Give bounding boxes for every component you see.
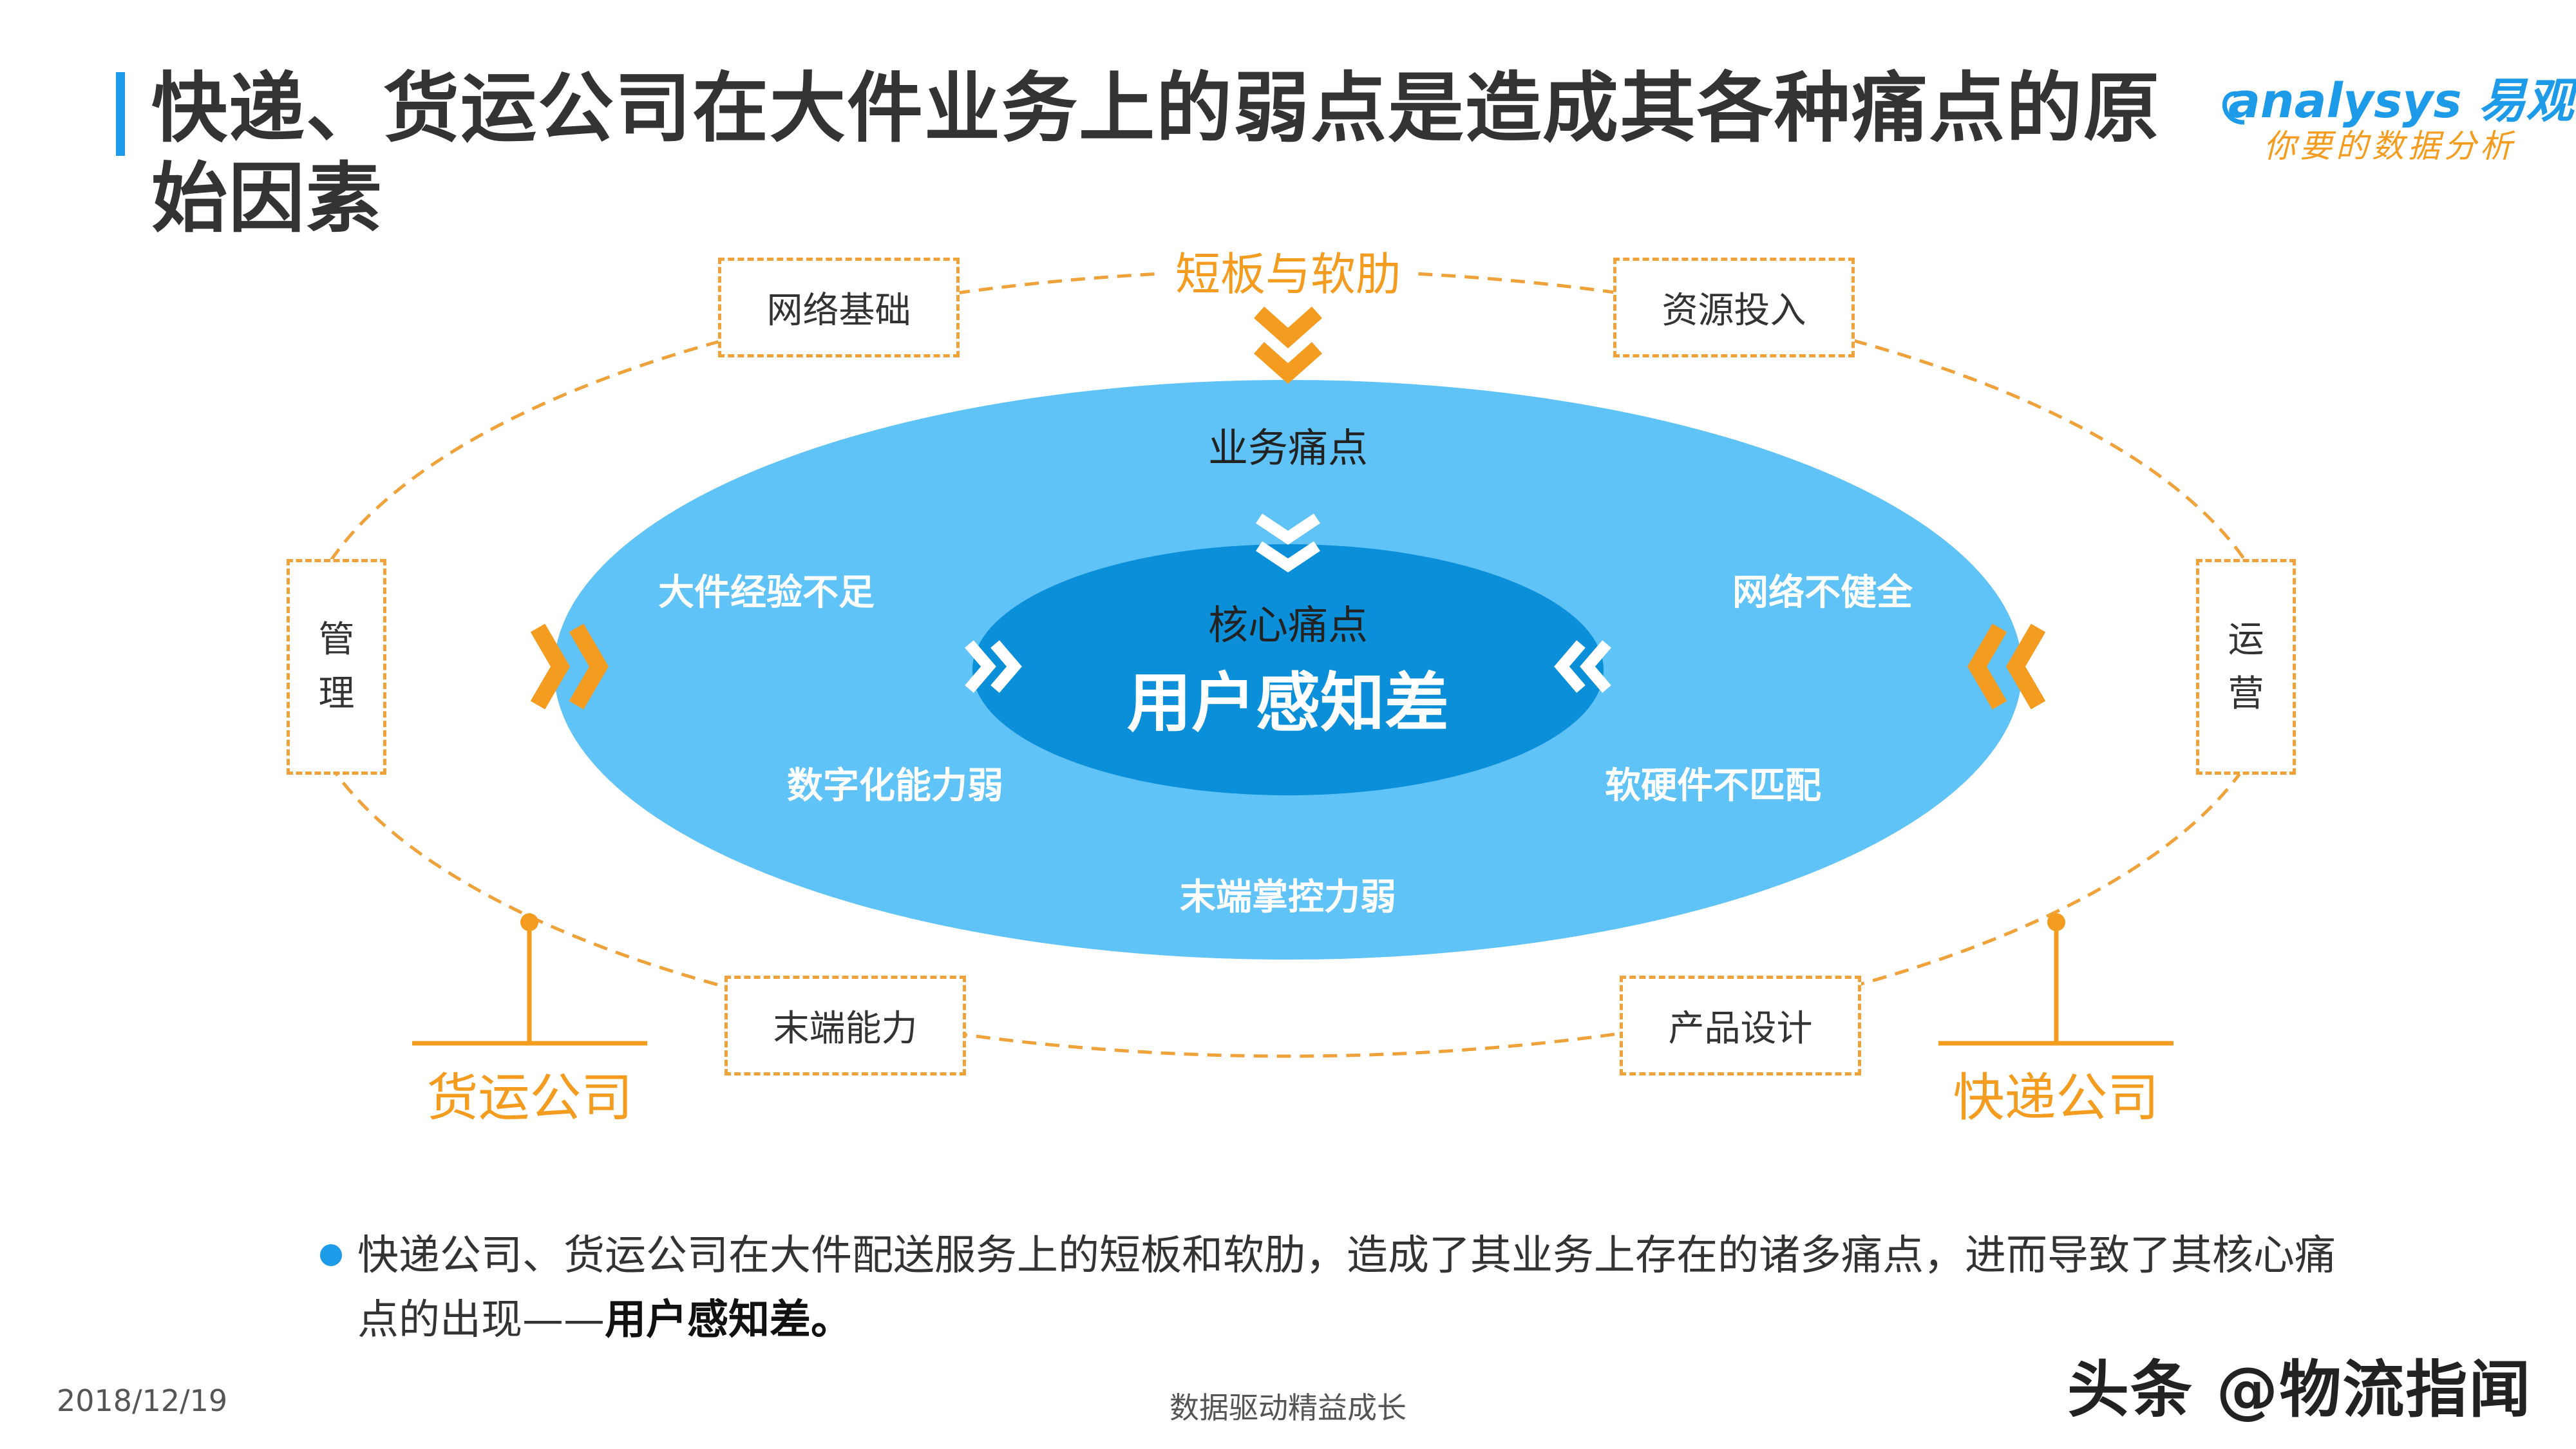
bullet-dot-icon [320,1244,342,1266]
pain-weak-digitalization: 数字化能力弱 [787,765,1003,807]
resource-input-box: 资源投入 [1613,258,1855,357]
core-pain-ellipse [972,544,1604,795]
left-chevron-orange-icon [1967,623,2046,710]
pain-hw-sw-mismatch: 软硬件不匹配 [1605,765,1821,807]
product-design-box: 产品设计 [1620,976,1861,1075]
express-connector-dot [2047,913,2065,931]
summary-text: 快递公司、货运公司在大件配送服务上的短板和软肋，造成了其业务上存在的诸多痛点，进… [357,1224,2341,1352]
down-chevron-white-icon [1256,513,1320,573]
page-title: 快递、货运公司在大件业务上的弱点是造成其各种痛点的原始因素 [151,64,2161,243]
analysys-logo: analysys 易观 你要的数据分析 [2215,61,2573,165]
pain-network-incomplete: 网络不健全 [1732,572,1913,614]
footer-date: 2018/12/19 [57,1383,228,1418]
toutiao-watermark: 头条 @物流指闻 [2067,1354,2532,1426]
left-chevron-white-icon [1554,640,1611,693]
logo-slogan: 你要的数据分析 [2264,128,2516,165]
footer-slogan: 数据驱动精益成长 [1170,1390,1406,1425]
express-company-label: 快递公司 [1953,1068,2159,1128]
freight-connector-dot [520,913,538,931]
right-chevron-orange-icon [530,623,609,710]
last-mile-capability-box: 末端能力 [724,976,966,1075]
summary-emphasis: 用户感知差。 [605,1296,852,1344]
management-box: 管 理 [287,559,386,775]
operations-box: 运 营 [2196,559,2296,775]
network-base-box: 网络基础 [718,258,960,357]
logo-brand: analysys 易观 [2228,73,2574,129]
express-connector [1938,922,2174,1046]
right-chevron-white-icon [965,640,1022,693]
business-pain-title: 业务痛点 [1208,424,1368,471]
pain-weak-last-mile-control: 末端掌控力弱 [1180,876,1396,918]
core-pain-value: 用户感知差 [1127,665,1449,741]
title-accent-bar [116,72,125,156]
down-chevron-orange-icon [1254,307,1322,384]
pain-large-item-experience: 大件经验不足 [658,572,875,614]
freight-connector [412,922,647,1046]
shortcomings-label: 短板与软肋 [1159,238,1417,303]
core-pain-title: 核心痛点 [1208,601,1368,649]
summary-body: 快递公司、货运公司在大件配送服务上的短板和软肋，造成了其业务上存在的诸多痛点，进… [357,1232,2336,1344]
freight-company-label: 货运公司 [426,1068,633,1128]
